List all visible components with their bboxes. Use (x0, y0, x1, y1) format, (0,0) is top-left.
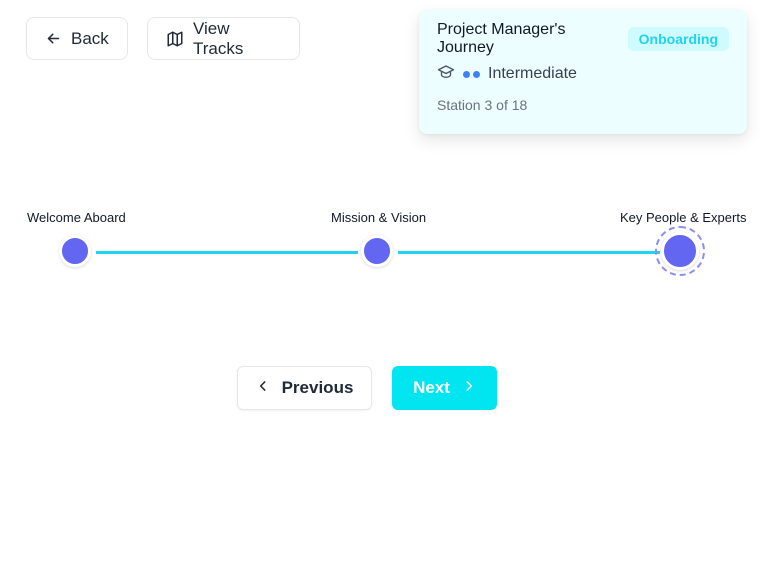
back-button[interactable]: Back (26, 17, 128, 60)
station-progress: Station 3 of 18 (437, 97, 528, 113)
chevron-left-icon (256, 378, 270, 398)
previous-label: Previous (281, 378, 354, 397)
station-label-key-people: Key People & Experts (620, 210, 747, 225)
timeline-connector (398, 251, 660, 254)
graduation-cap-icon (437, 64, 455, 85)
level-dot (473, 70, 480, 78)
level-dots (463, 70, 480, 78)
chevron-right-icon (462, 378, 476, 398)
timeline-connector (96, 251, 358, 254)
back-button-label: Back (71, 28, 109, 48)
journey-title: Project Manager's Journey (437, 21, 566, 56)
category-badge: Onboarding (627, 27, 729, 51)
map-icon (166, 30, 184, 48)
station-node-mission[interactable] (361, 235, 393, 267)
view-tracks-label: View Tracks (193, 18, 244, 58)
station-node-welcome[interactable] (59, 235, 91, 267)
arrow-left-icon (45, 30, 62, 47)
next-button[interactable]: Next (392, 366, 497, 410)
difficulty-level: Intermediate (488, 65, 577, 82)
station-node-key-people[interactable] (661, 232, 699, 270)
station-label-welcome: Welcome Aboard (27, 210, 126, 225)
view-tracks-button[interactable]: View Tracks (147, 17, 300, 60)
level-dot (463, 70, 470, 78)
current-station-ring (655, 226, 705, 276)
next-label: Next (413, 378, 450, 397)
previous-button[interactable]: Previous (237, 366, 372, 410)
journey-info-card: Project Manager's Journey Onboarding Int… (419, 10, 747, 134)
station-label-mission: Mission & Vision (331, 210, 427, 225)
